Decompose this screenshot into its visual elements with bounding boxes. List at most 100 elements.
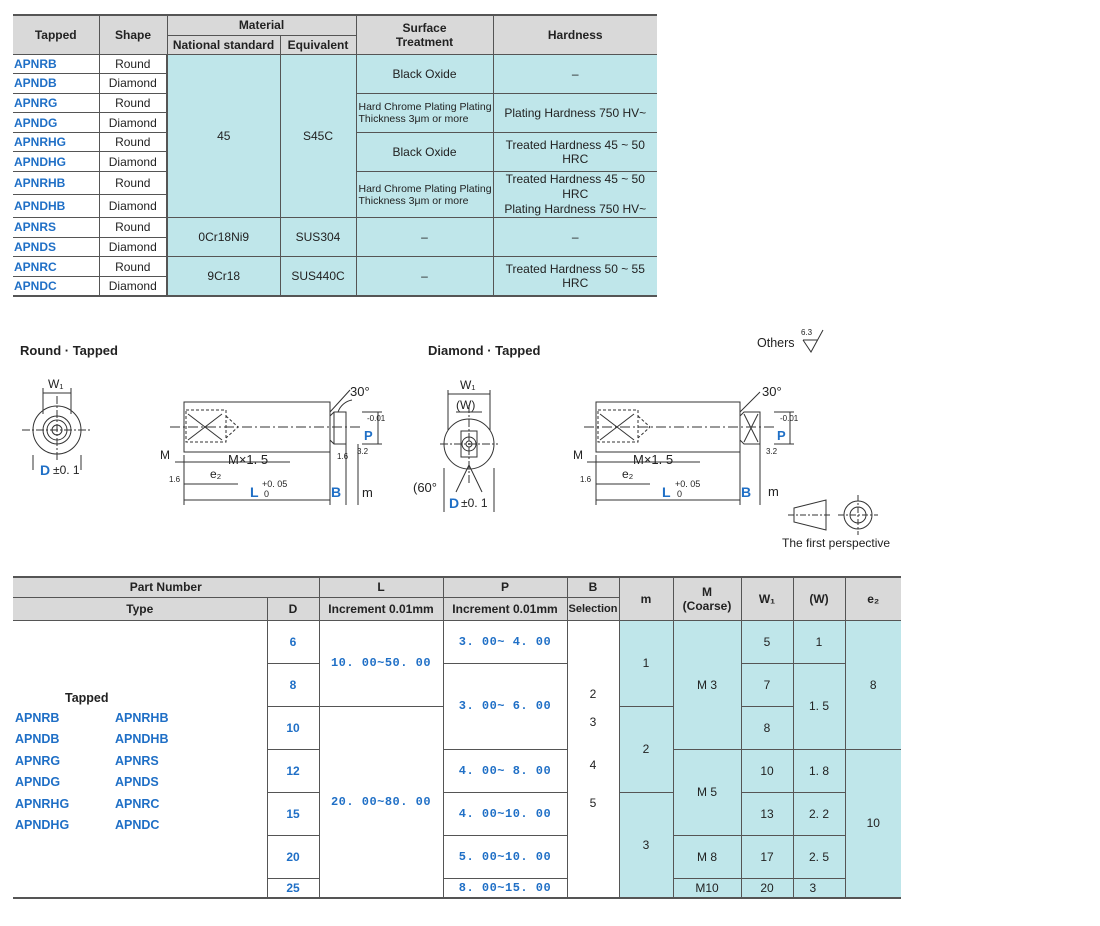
- type-title: Tapped: [65, 690, 109, 705]
- round-p-tol: -0.01: [367, 414, 386, 423]
- e2-value: 8: [844, 619, 901, 750]
- diamond-rough-32: 3.2: [766, 447, 778, 456]
- w1-value: 7: [740, 662, 794, 707]
- surface-hard-chrome: Hard Chrome Plating Plating Thickness 3μ…: [355, 171, 494, 219]
- round-m-small: m: [362, 485, 373, 500]
- mc-value: M 8: [672, 834, 742, 879]
- type-code: APNRHB: [115, 710, 169, 725]
- header-equivalent: Equivalent: [279, 34, 357, 55]
- p-range: 5. 00~10. 00: [442, 834, 568, 879]
- d-value: 12: [266, 748, 320, 793]
- row-shape: Round: [98, 217, 168, 238]
- material-45: 45: [166, 53, 281, 219]
- hardness-line2: Plating Hardness 750 HV~: [504, 202, 647, 217]
- others-roughness-value: 6.3: [801, 328, 813, 337]
- hardness-treated-plating: Treated Hardness 45 ~ 50 HRC Plating Har…: [492, 171, 657, 219]
- hard-chrome-l1: Hard Chrome Plating Plating: [358, 182, 492, 195]
- type-row: APNDG APNDS: [15, 775, 215, 797]
- type-row: APNRB APNRHB: [15, 711, 215, 733]
- p-range: 3. 00~ 6. 00: [442, 662, 568, 750]
- m-value: 2: [618, 705, 674, 793]
- w-value: 1. 8: [792, 748, 846, 793]
- diamond-d-tol: ±0. 1: [461, 496, 488, 510]
- diamond-w1-label: W₁: [460, 378, 476, 392]
- type-code: APNDB: [15, 732, 60, 746]
- diamond-front-view: [440, 390, 498, 512]
- header-d: D: [266, 596, 320, 621]
- type-code: APNDG: [15, 775, 61, 789]
- d-value: 25: [266, 877, 320, 899]
- w1-value: 20: [740, 877, 794, 899]
- b-value: 4: [589, 757, 597, 772]
- e2-value: 10: [844, 748, 901, 899]
- roughness-symbol: [802, 329, 824, 353]
- w-value: 1. 5: [792, 662, 846, 750]
- row-code: APNDHB: [13, 194, 100, 219]
- w-value: 2. 5: [792, 834, 846, 879]
- diamond-p-label: P: [777, 428, 786, 443]
- type-code: APNRG: [15, 753, 61, 768]
- d-value: 6: [266, 619, 320, 664]
- round-w1-label: W₁: [48, 377, 64, 391]
- b-selection-cell: 2 3 4 5: [566, 619, 620, 899]
- header-p: P: [442, 576, 568, 598]
- type-code: APNRB: [15, 710, 60, 725]
- header-surface-l2: Treatment: [395, 34, 454, 49]
- b-value: 2: [589, 686, 597, 701]
- l-range: 10. 00~50. 00: [318, 619, 444, 707]
- spec-table: Part Number L P B m M (Coarse) W₁ (W) e₂…: [13, 576, 901, 899]
- diamond-tapped-title: Diamond · Tapped: [428, 343, 541, 358]
- round-angle-30: 30°: [350, 384, 370, 399]
- header-l-sub: Increment 0.01mm: [318, 596, 444, 621]
- round-l-tol-top: +0. 05: [262, 479, 288, 489]
- round-l-tol-bot: 0: [264, 489, 270, 499]
- surface-dash: –: [355, 217, 494, 258]
- header-mc: M (Coarse): [672, 576, 742, 621]
- row-shape: Round: [98, 256, 168, 277]
- d-value: 20: [266, 834, 320, 879]
- header-mc-l1: M: [702, 584, 712, 599]
- mc-value: M10: [672, 877, 742, 899]
- mc-value: M 3: [672, 619, 742, 750]
- header-b: B: [566, 576, 620, 598]
- diamond-rough-16-left: 1.6: [580, 475, 592, 484]
- hardness-dash: –: [492, 53, 657, 94]
- header-l: L: [318, 576, 444, 598]
- diamond-m-label: M: [573, 448, 583, 462]
- p-range: 4. 00~10. 00: [442, 791, 568, 836]
- b-value: 5: [589, 795, 597, 810]
- d-value: 10: [266, 705, 320, 750]
- diamond-angle-30: 30°: [762, 384, 782, 399]
- row-shape: Diamond: [98, 194, 168, 219]
- diamond-m-small: m: [768, 484, 779, 499]
- row-code: APNDC: [13, 275, 100, 297]
- hard-chrome-l2: Thickness 3μm or more: [358, 194, 469, 207]
- diamond-l-tol-top: +0. 05: [675, 479, 701, 489]
- p-range: 8. 00~15. 00: [442, 877, 568, 899]
- diamond-angle-60: (60°: [413, 480, 437, 495]
- w1-value: 13: [740, 791, 794, 836]
- diamond-p-tol: -0.01: [780, 414, 799, 423]
- round-p-label: P: [364, 428, 373, 443]
- type-code: APNRHG: [15, 796, 70, 811]
- header-type: Type: [13, 596, 268, 621]
- w-value: 3: [792, 877, 846, 899]
- w1-value: 17: [740, 834, 794, 879]
- hardness-plating-750: Plating Hardness 750 HV~: [492, 92, 657, 133]
- hard-chrome-l2: Thickness 3μm or more: [358, 112, 469, 125]
- header-w1: W₁: [740, 576, 794, 621]
- w1-value: 5: [740, 619, 794, 664]
- round-m-label: M: [160, 448, 170, 462]
- header-m: m: [618, 576, 674, 621]
- header-tapped: Tapped: [13, 14, 100, 55]
- round-d-label: D: [40, 462, 51, 478]
- hardness-treated-50-55: Treated Hardness 50 ~ 55 HRC: [492, 256, 657, 297]
- header-material: Material: [166, 14, 357, 36]
- type-code: APNDHG: [15, 818, 70, 832]
- type-code: APNDS: [115, 775, 159, 789]
